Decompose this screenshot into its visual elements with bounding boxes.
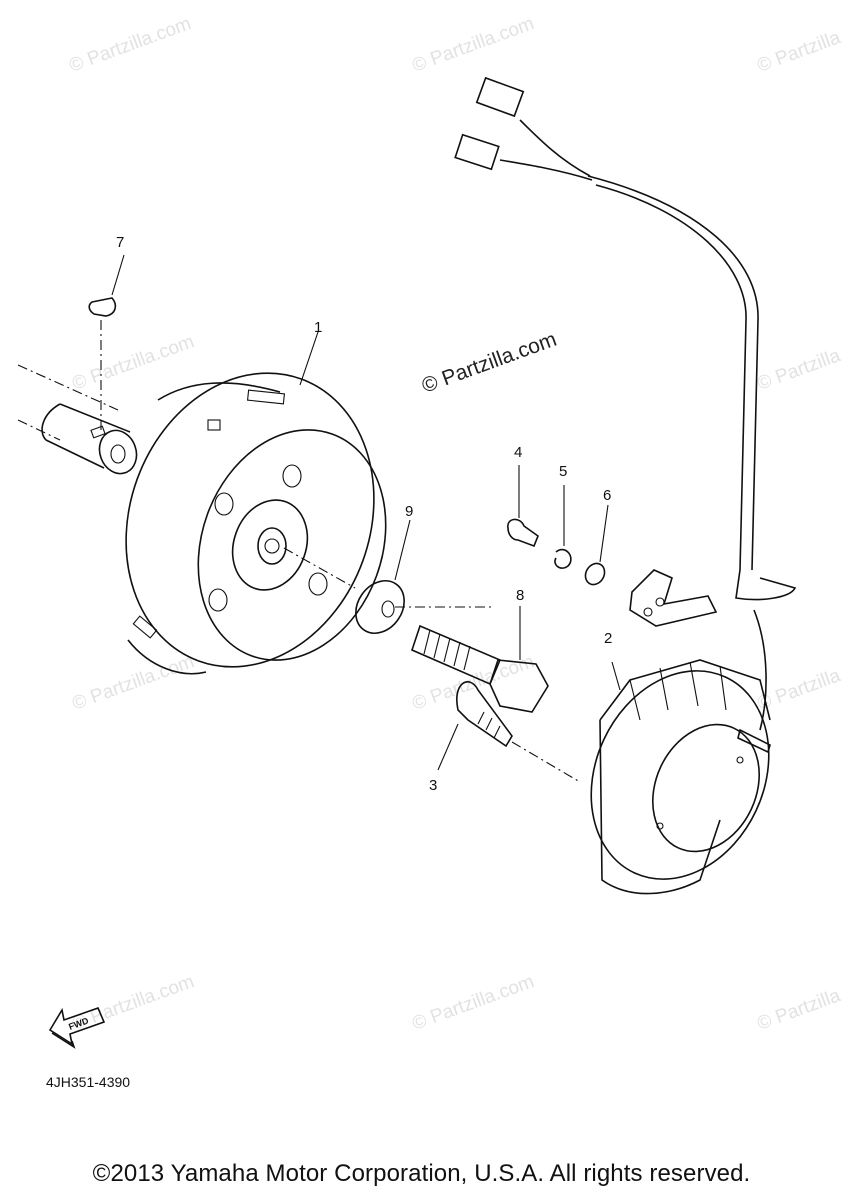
- callout-8: 8: [516, 587, 524, 604]
- callout-9: 9: [405, 503, 413, 520]
- watermark-5: © Partzilla.com: [755, 331, 843, 395]
- watermark-1: © Partzilla.com: [67, 13, 194, 77]
- watermark-4: © Partzilla.com: [70, 331, 197, 395]
- lead-holder-hardware: [507, 465, 609, 586]
- watermark-8: © Partzilla.com: [755, 651, 843, 715]
- callout-2: 2: [604, 630, 612, 647]
- stator-assembly: [590, 659, 771, 895]
- watermark-2: © Partzilla.com: [410, 13, 537, 77]
- copyright-notice: ©2013 Yamaha Motor Corporation, U.S.A. A…: [92, 1160, 751, 1187]
- flywheel-rotor: [125, 331, 387, 675]
- callout-6: 6: [603, 487, 611, 504]
- part-code: 4JH351-4390: [46, 1074, 131, 1090]
- callout-5: 5: [559, 463, 567, 480]
- woodruff-key: [88, 254, 125, 430]
- lead-holder: [629, 569, 718, 627]
- crankshaft: [17, 364, 138, 475]
- callout-4: 4: [514, 444, 522, 461]
- watermark-6: © Partzilla.com: [70, 651, 197, 715]
- watermark-3: © Partzilla.com: [755, 13, 843, 77]
- callout-3: 3: [429, 777, 437, 794]
- main-watermark: © Partzilla.com: [419, 328, 560, 398]
- stator-screw: [437, 681, 581, 783]
- watermark-10: © Partzilla.com: [410, 971, 537, 1035]
- wire-harness: [454, 76, 797, 754]
- callout-1: 1: [314, 319, 322, 336]
- flywheel-bolt: [411, 606, 549, 713]
- callout-7: 7: [116, 234, 124, 251]
- washer: [355, 519, 492, 634]
- background-watermarks: © Partzilla.com © Partzilla.com © Partzi…: [67, 13, 843, 1035]
- watermark-11: © Partzilla.com: [755, 971, 843, 1035]
